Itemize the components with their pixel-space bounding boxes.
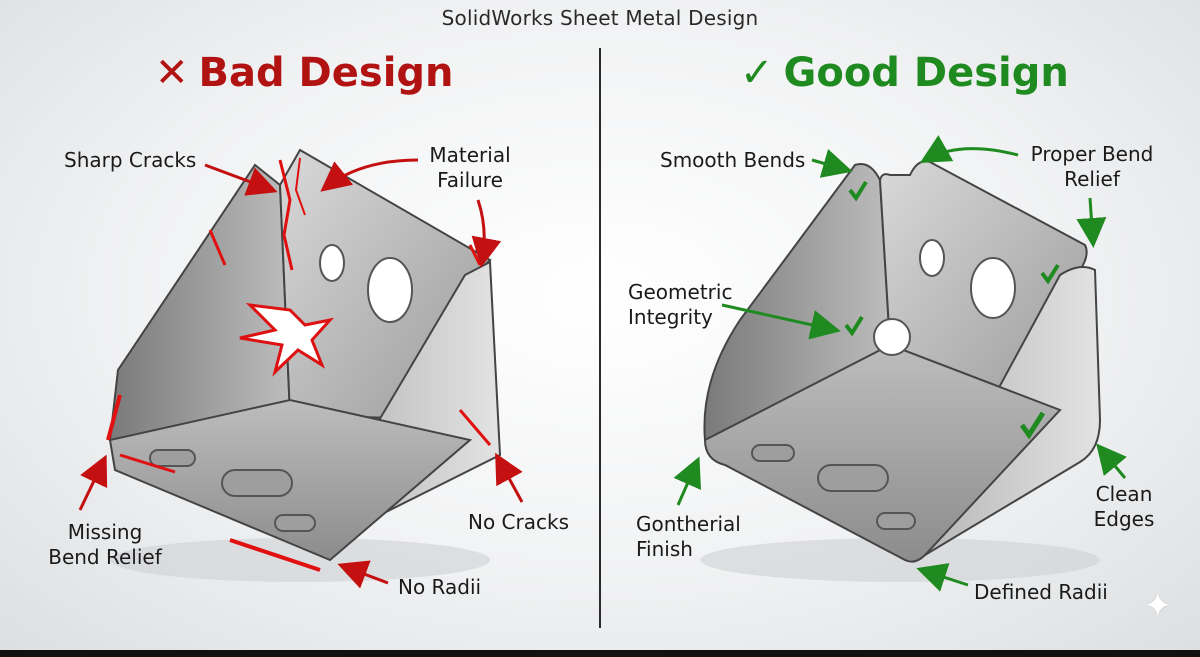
label-proper-bend-relief-line1: Proper Bend (1030, 142, 1154, 166)
label-material-failure-line2: Failure (437, 168, 503, 192)
label-geometric-integrity-line1: Geometric (628, 280, 733, 304)
label-sharp-cracks: Sharp Cracks (64, 148, 197, 172)
page-title: SolidWorks Sheet Metal Design (441, 6, 759, 30)
material-failure-arrow (320, 158, 419, 192)
label-proper-bend-relief-line2: Relief (1064, 167, 1120, 191)
label-smooth-bends: Smooth Bends (660, 148, 806, 172)
label-material-failure-line1: Material (429, 143, 511, 167)
x-mark-icon: ✕ (155, 50, 189, 96)
bottom-bar (0, 650, 1200, 657)
label-missing-bend-relief-line2: Bend Relief (48, 545, 162, 569)
good-design-title: Good Design (783, 50, 1069, 96)
proper-relief-edge-arrow (1076, 197, 1107, 248)
material-failure-edge-arrow (471, 199, 502, 268)
label-missing-bend-relief-line1: Missing (67, 520, 143, 544)
label-defined-radii: Defined Radii (974, 580, 1108, 604)
geometric-integrity-arrow (721, 303, 841, 340)
good-design-heading: ✓ Good Design (740, 50, 1069, 96)
label-gontherial-finish-line2: Finish (636, 537, 693, 561)
finish-arrow (673, 456, 702, 506)
check-mark-icon: ✓ (740, 50, 774, 96)
bad-design-heading: ✕ Bad Design (155, 50, 454, 96)
missing-relief-arrow (78, 454, 108, 511)
bad-design-title: Bad Design (198, 50, 454, 96)
bad-bracket (106, 148, 502, 582)
label-gontherial-finish: Gontherial Finish (636, 512, 741, 562)
label-gontherial-finish-line1: Gontherial (636, 512, 741, 536)
label-missing-bend-relief: Missing Bend Relief (40, 520, 170, 570)
label-material-failure: Material Failure (420, 143, 520, 193)
label-clean-edges-line1: Clean (1095, 482, 1153, 506)
proper-relief-arrow (919, 135, 1019, 163)
label-geometric-integrity-line2: Integrity (628, 305, 713, 329)
label-no-radii: No Radii (398, 575, 482, 599)
label-no-cracks: No Cracks (468, 510, 569, 534)
smooth-bends-arrow (811, 148, 853, 178)
sharp-cracks-arrow (204, 163, 278, 196)
label-clean-edges-line2: Edges (1093, 507, 1155, 531)
label-geometric-integrity: Geometric Integrity (628, 280, 732, 330)
no-radii-arrow (337, 560, 389, 589)
label-proper-bend-relief: Proper Bend Relief (1022, 142, 1162, 192)
center-divider (599, 48, 601, 628)
no-cracks-arrow (495, 452, 524, 503)
sparkle-icon: ✦ (1143, 586, 1173, 626)
label-clean-edges: Clean Edges (1088, 482, 1160, 532)
clean-edges-arrow (1096, 443, 1127, 479)
good-bracket (700, 160, 1102, 582)
defined-radii-arrow (916, 563, 969, 592)
